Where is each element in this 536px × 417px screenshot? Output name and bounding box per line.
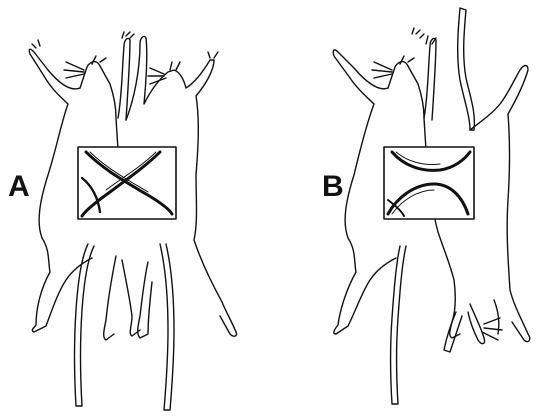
panel-label-b: B [322, 172, 344, 202]
panel-a-right-animal [32, 36, 237, 410]
panel-b-window [384, 147, 474, 219]
panel-label-a: A [8, 172, 30, 202]
panel-b-drawing [333, 8, 529, 404]
panel-a-drawing [29, 32, 236, 410]
panel-a-window [78, 147, 176, 219]
